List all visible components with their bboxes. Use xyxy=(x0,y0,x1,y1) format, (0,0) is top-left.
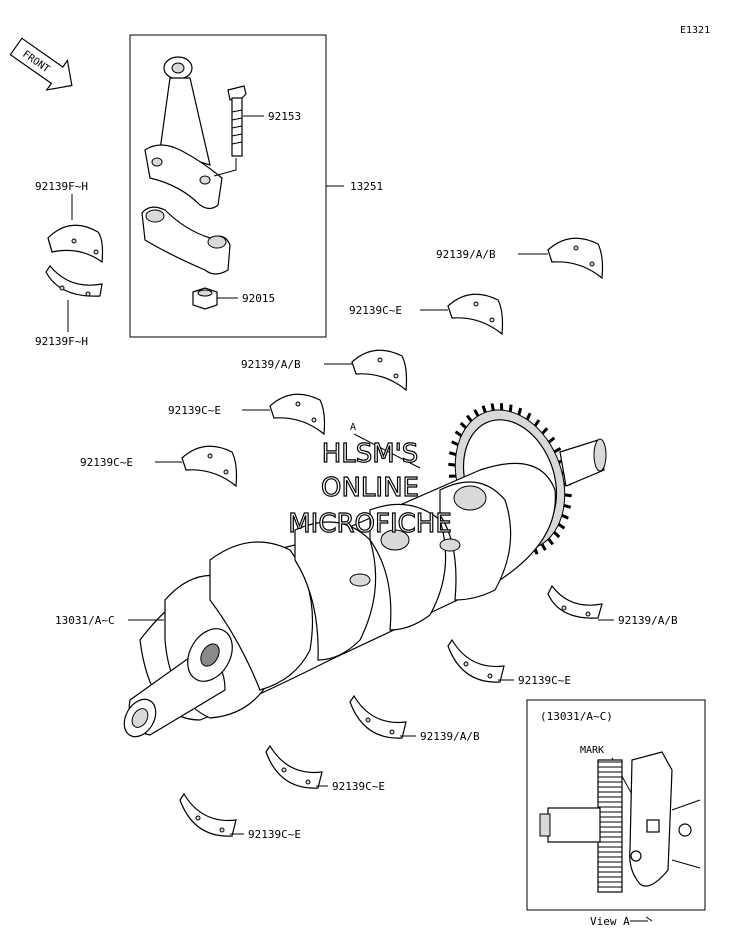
callout-a: A xyxy=(350,422,356,433)
rod-cap-icon xyxy=(141,206,231,275)
lower-bearing-ce-1-icon xyxy=(447,638,505,683)
lower-bearing-ce-3-icon xyxy=(179,792,237,837)
view-a-mark-label: MARK xyxy=(580,745,604,756)
label-lower-ce-3: 92139C~E xyxy=(248,828,301,841)
rod-assembly-box xyxy=(129,34,327,338)
front-arrow-icon: FRONT xyxy=(9,37,73,91)
watermark-line-3: MICROFICHE xyxy=(288,509,452,539)
label-main-ab-1: 92139/A/B xyxy=(436,248,496,261)
view-a-caption: View A xyxy=(590,915,630,928)
label-lower-ab-1: 92139/A/B xyxy=(618,614,678,627)
main-bearing-ab-2-icon xyxy=(351,349,408,392)
watermark: HLSM'S ONLINE MICROFICHE xyxy=(288,438,453,539)
label-rod-assembly: 13251 xyxy=(350,180,383,193)
label-rod-bearing-bottom: 92139F~H xyxy=(35,335,88,348)
rod-bearing-lower-icon xyxy=(45,264,103,297)
main-bearing-ce-1-icon xyxy=(447,293,504,336)
watermark-line-1: HLSM'S xyxy=(322,439,419,469)
label-lower-ce-1: 92139C~E xyxy=(518,674,571,687)
rod-nut-icon xyxy=(192,287,218,310)
label-rod-bolt: 92153 xyxy=(268,110,301,123)
label-crankshaft: 13031/A~C xyxy=(55,614,115,627)
lower-bearing-ab-1-icon xyxy=(547,584,603,619)
watermark-line-2: ONLINE xyxy=(321,473,419,503)
rod-bearing-upper-icon xyxy=(47,224,104,264)
crankshaft-icon xyxy=(123,403,607,738)
connecting-rod-icon xyxy=(144,56,223,210)
lower-bearing-ab-2-icon xyxy=(349,694,407,739)
label-main-ce-2: 92139C~E xyxy=(168,404,221,417)
main-bearing-ab-1-icon xyxy=(547,237,604,280)
label-main-ce-1: 92139C~E xyxy=(349,304,402,317)
main-bearing-ce-3-icon xyxy=(181,445,238,488)
label-main-ab-2: 92139/A/B xyxy=(241,358,301,371)
label-rod-bearing-top: 92139F~H xyxy=(35,180,88,193)
view-a-detail-icon xyxy=(539,751,701,893)
lower-bearing-ce-2-icon xyxy=(265,744,323,789)
label-rod-nut: 92015 xyxy=(242,292,275,305)
diagram-code: E1321 xyxy=(680,25,710,36)
label-lower-ab-2: 92139/A/B xyxy=(420,730,480,743)
main-bearing-ce-2-icon xyxy=(269,393,326,436)
view-a-title: (13031/A~C) xyxy=(540,710,613,723)
label-main-ce-3: 92139C~E xyxy=(80,456,133,469)
label-lower-ce-2: 92139C~E xyxy=(332,780,385,793)
view-a-box xyxy=(526,699,706,911)
rod-bolt-icon xyxy=(227,85,247,157)
